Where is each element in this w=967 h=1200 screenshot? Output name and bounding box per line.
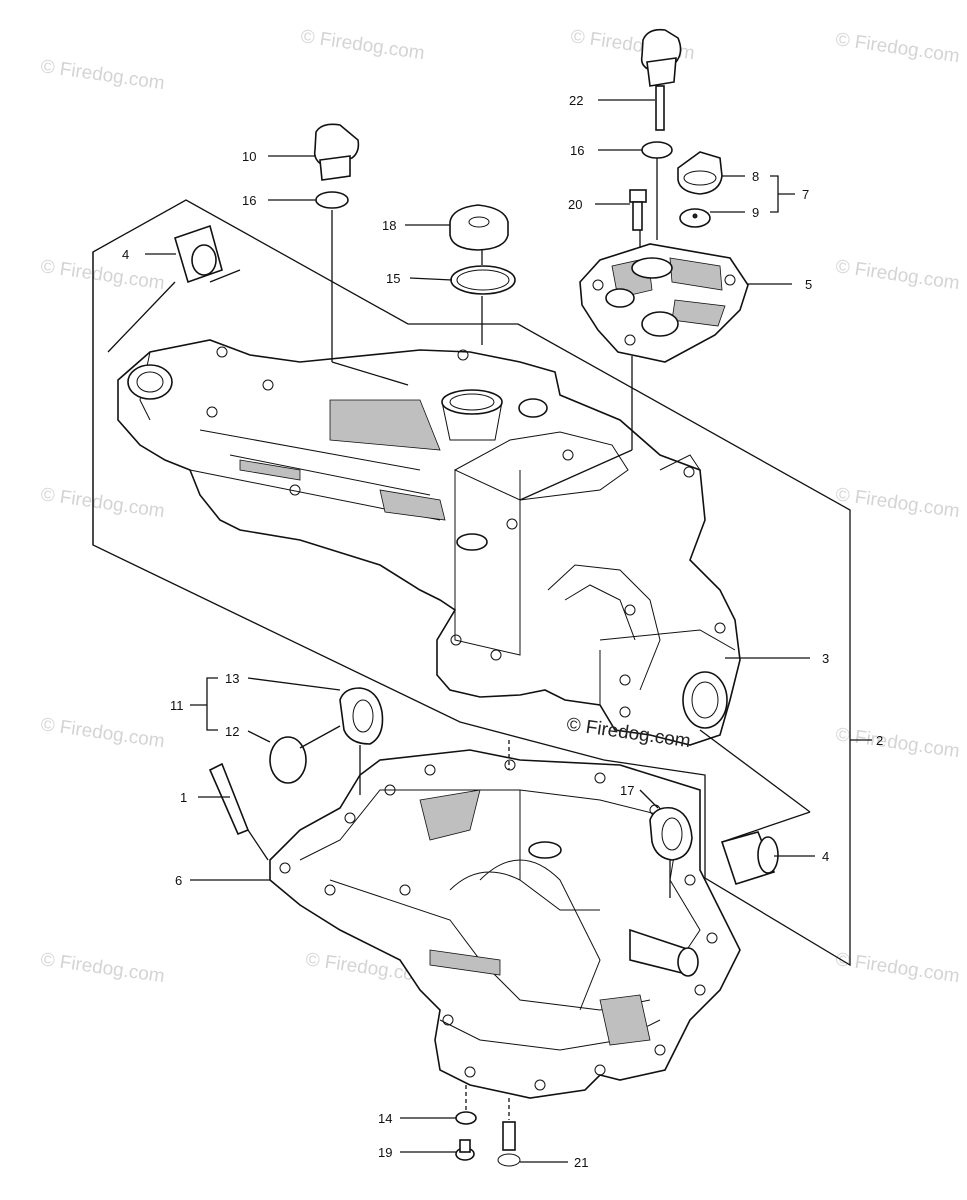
callout-15: 15: [386, 271, 400, 286]
callout-11: 11: [170, 698, 184, 713]
watermark: © Firedog.com: [39, 949, 166, 987]
watermark: © Firedog.com: [834, 484, 961, 522]
callout-12: 12: [225, 724, 239, 739]
callout-8: 8: [752, 169, 759, 184]
o-ring-part: [315, 191, 349, 209]
callout-6: 6: [175, 873, 182, 888]
assembly-frame: [92, 199, 872, 967]
callout-4: 4: [122, 247, 129, 262]
upper-case-part: [117, 339, 741, 746]
watermark: © Firedog.com: [39, 714, 166, 752]
watermark: © Firedog.com: [39, 56, 166, 94]
oil-seal-part: [649, 806, 693, 861]
callout-4: 4: [822, 849, 829, 864]
leader-lines: [107, 99, 815, 1163]
callout-19: 19: [378, 1145, 392, 1160]
cap-part: [677, 151, 723, 195]
callout-20: 20: [568, 197, 582, 212]
watermark: © Firedog.com: [834, 949, 961, 987]
callout-5: 5: [805, 277, 812, 292]
pin-part: [208, 762, 250, 836]
oil-seal-part: [339, 687, 384, 745]
o-ring-part: [641, 141, 673, 159]
small-parts: [174, 28, 779, 1167]
callout-10: 10: [242, 149, 256, 164]
callout-18: 18: [382, 218, 396, 233]
washer-part: [455, 1111, 477, 1125]
callout-9: 9: [752, 205, 759, 220]
callout-22: 22: [569, 93, 583, 108]
bolt-part: [629, 189, 647, 203]
callout-21: 21: [574, 1155, 588, 1170]
callout-17: 17: [620, 783, 634, 798]
callout-3: 3: [822, 651, 829, 666]
watermark: © Firedog.com: [834, 256, 961, 294]
watermark: © Firedog.com: [39, 484, 166, 522]
watermark: © Firedog.com: [834, 29, 961, 67]
watermark: © Firedog.com: [39, 256, 166, 294]
watermark: © Firedog.com: [299, 26, 426, 64]
callout-16: 16: [570, 143, 584, 158]
callout-7: 7: [802, 187, 809, 202]
screw-part: [502, 1121, 516, 1151]
callout-13: 13: [225, 671, 239, 686]
plug-part: [269, 736, 307, 784]
callout-2: 2: [876, 733, 883, 748]
watermark: © Firedog.com: [834, 724, 961, 762]
lower-case-part: [269, 749, 741, 1099]
callout-14: 14: [378, 1111, 392, 1126]
callout-labels: 22 16 8 7 20 9 5 10 16 18 15 4 3 2 13 11…: [122, 93, 883, 1170]
callout-1: 1: [180, 790, 187, 805]
callout-16: 16: [242, 193, 256, 208]
